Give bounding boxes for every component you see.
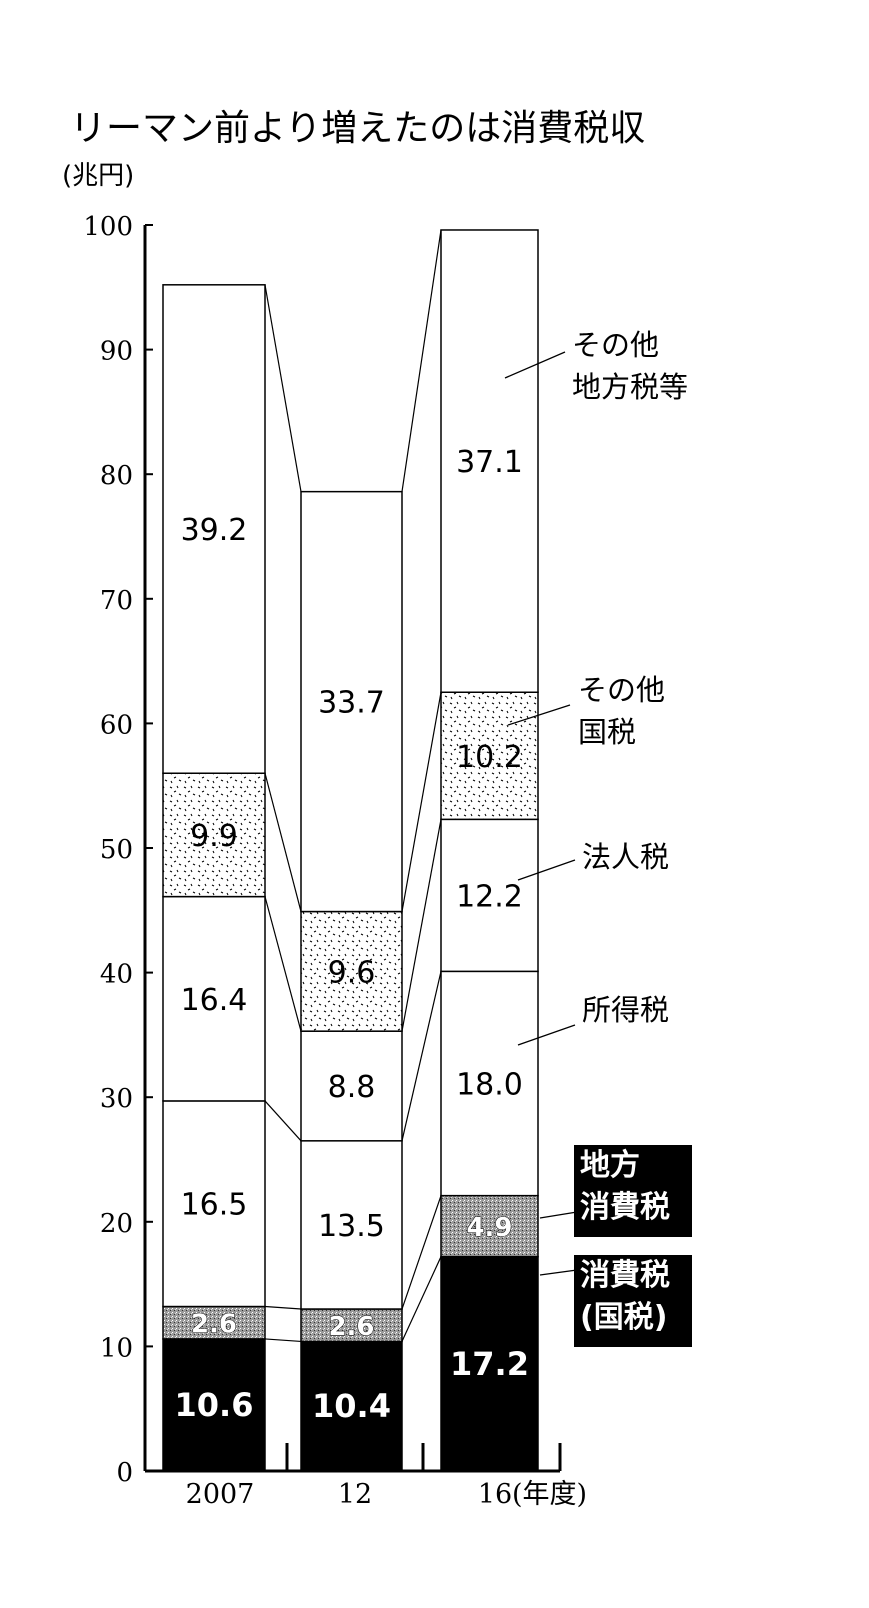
y-tick-label: 100 <box>83 212 133 242</box>
y-tick-label: 40 <box>100 960 133 990</box>
bar-segment-その他地方税等 <box>162 284 266 774</box>
y-tick-label: 70 <box>100 586 133 616</box>
bar-segment-所得税 <box>300 1140 403 1310</box>
data-label: 33.7 <box>318 686 385 721</box>
y-tick-label: 30 <box>100 1084 133 1114</box>
connector-line <box>264 284 302 492</box>
connector-line <box>401 819 442 1032</box>
legend-box <box>574 1145 692 1237</box>
x-tick-label: 16 <box>478 1479 512 1510</box>
bar-segment-その他地方税等 <box>300 490 403 913</box>
x-axis-unit: (年度) <box>512 1479 587 1510</box>
data-label: 10.2 <box>456 740 523 775</box>
bar-segment-消費税(国税) <box>300 1340 403 1472</box>
y-tick-label: 20 <box>100 1209 133 1239</box>
connector-line <box>401 692 442 912</box>
connector-line <box>264 1100 302 1142</box>
connector-line <box>264 896 302 1032</box>
data-label: 16.4 <box>181 983 248 1018</box>
legend-label: 消費税 <box>580 1258 670 1293</box>
legend-label: その他 <box>578 673 665 707</box>
data-label: 37.1 <box>456 445 523 480</box>
legend-label: 地方税等 <box>572 370 688 404</box>
bar-segment-法人税 <box>300 1030 403 1142</box>
legend-label: (国税) <box>580 1300 667 1335</box>
data-label: 16.5 <box>181 1188 248 1223</box>
data-label: 10.4 <box>312 1387 391 1425</box>
connector-line <box>401 971 442 1141</box>
connector-line <box>401 1256 442 1342</box>
bar-segment-法人税 <box>162 895 266 1102</box>
data-label: 12.2 <box>456 879 523 914</box>
chart-title: リーマン前より増えたのは消費税収 <box>70 108 645 149</box>
data-label: 18.0 <box>456 1067 523 1102</box>
y-axis-unit: (兆円) <box>62 161 134 191</box>
bar-segment-その他地方税等 <box>440 229 539 693</box>
y-tick-label: 80 <box>100 461 133 491</box>
data-label: 17.2 <box>450 1345 529 1383</box>
data-label: 2.6 <box>191 1310 237 1340</box>
legend-leader-line <box>517 1024 576 1046</box>
connector-line <box>264 773 302 912</box>
x-tick-label: 2007 <box>186 1479 255 1510</box>
legend-box <box>574 1255 692 1347</box>
data-label: 4.9 <box>466 1213 512 1243</box>
legend-label: 法人税 <box>582 840 669 874</box>
connector-line <box>264 1305 302 1310</box>
legend-leader-line <box>539 1269 578 1276</box>
data-label: 10.6 <box>175 1386 254 1424</box>
connector-line <box>401 229 442 492</box>
data-label: 9.6 <box>328 955 376 990</box>
legend-leader-line <box>504 351 566 379</box>
legend-label: その他 <box>572 328 659 362</box>
connector-line <box>264 1338 302 1343</box>
legend-leader-line <box>507 704 571 726</box>
y-tick-label: 10 <box>100 1333 133 1363</box>
x-tick-label: 12 <box>338 1479 372 1510</box>
data-label: 8.8 <box>328 1070 376 1105</box>
bar-segment-その他国税 <box>440 691 539 821</box>
legend-leader-line <box>517 859 576 881</box>
connector-line <box>401 1195 442 1310</box>
data-label: 2.6 <box>328 1312 374 1342</box>
y-tick-label: 90 <box>100 337 133 367</box>
bar-segment-所得税 <box>440 970 539 1197</box>
bar-segment-その他国税 <box>162 772 266 898</box>
bar-segment-その他国税 <box>300 910 403 1032</box>
bar-segment-法人税 <box>440 818 539 973</box>
legend-label: 地方 <box>580 1148 640 1183</box>
data-label: 39.2 <box>181 513 248 548</box>
legend-label: 消費税 <box>580 1190 670 1225</box>
data-label: 9.9 <box>190 819 238 854</box>
data-label: 13.5 <box>318 1209 385 1244</box>
bar-segment-消費税(国税) <box>440 1255 539 1472</box>
y-tick-label: 60 <box>100 710 133 740</box>
bar-segment-地方消費税 <box>440 1194 539 1258</box>
legend-label: 所得税 <box>582 993 669 1027</box>
y-tick-label: 50 <box>100 835 133 865</box>
legend-leader-line <box>539 1211 578 1219</box>
legend-label: 国税 <box>578 715 636 749</box>
y-tick-label: 0 <box>116 1458 133 1488</box>
